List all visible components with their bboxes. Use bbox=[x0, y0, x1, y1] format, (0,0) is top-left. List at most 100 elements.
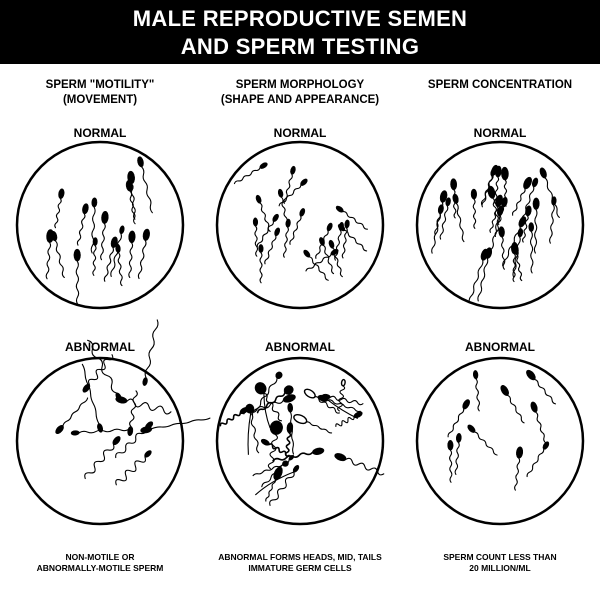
sperm-cell-icon bbox=[219, 406, 249, 427]
sperm-cell-icon bbox=[258, 244, 264, 284]
sperm-cell-icon bbox=[450, 178, 458, 219]
sperm-cell-icon bbox=[530, 401, 547, 444]
sperm-cell-icon bbox=[110, 225, 125, 278]
sperm-cell-icon bbox=[283, 218, 291, 258]
sperm-cell-icon bbox=[272, 447, 325, 462]
sperm-cell-icon bbox=[76, 203, 89, 246]
microscope-field-circle bbox=[415, 140, 585, 310]
field-abnormal-morphology bbox=[215, 356, 385, 526]
sperm-cell-icon bbox=[233, 162, 268, 185]
microscope-field-circle bbox=[15, 140, 185, 310]
field-normal-concentration bbox=[415, 140, 585, 310]
sperm-cell-icon bbox=[265, 466, 283, 502]
sperm-cell-icon bbox=[252, 460, 289, 477]
sperm-cell-icon bbox=[468, 248, 489, 304]
sperm-cell-icon bbox=[82, 354, 114, 393]
sperm-cell-icon bbox=[434, 190, 448, 236]
sperm-cell-icon bbox=[127, 390, 138, 437]
sperm-cell-icon bbox=[494, 165, 502, 205]
sperm-cell-icon bbox=[454, 433, 462, 475]
sperm-cell-icon bbox=[337, 224, 368, 252]
sperm-cell-icon bbox=[447, 440, 454, 483]
sperm-cell-icon bbox=[140, 417, 211, 434]
sperm-cell-icon bbox=[55, 397, 89, 435]
sperm-cell-icon bbox=[115, 450, 152, 486]
title-line-2: AND SPERM TESTING bbox=[180, 34, 420, 59]
title-bar: MALE REPRODUCTIVE SEMEN AND SPERM TESTIN… bbox=[0, 0, 600, 64]
sperm-cell-icon bbox=[100, 211, 109, 261]
sperm-cell-icon bbox=[341, 219, 350, 259]
heading-motility: SPERM "MOTILITY" (MOVEMENT) bbox=[45, 79, 155, 106]
sperm-cell-icon bbox=[305, 248, 339, 272]
sperm-cell-icon bbox=[498, 226, 506, 270]
sperm-cell-icon bbox=[337, 378, 346, 412]
sperm-cell-icon bbox=[87, 339, 122, 401]
sperm-cell-icon bbox=[54, 188, 65, 229]
field-normal-morphology bbox=[215, 140, 385, 310]
sperm-cell-icon bbox=[128, 230, 136, 279]
sperm-cell-icon bbox=[125, 180, 136, 225]
sperm-cell-icon bbox=[321, 393, 364, 406]
sperm-cell-icon bbox=[335, 205, 368, 230]
sperm-cell-icon bbox=[528, 222, 535, 274]
sperm-cell-icon bbox=[256, 213, 279, 248]
sperm-cell-icon bbox=[70, 428, 130, 436]
sperm-cell-icon bbox=[92, 237, 98, 276]
sperm-cell-icon bbox=[287, 402, 295, 455]
heading-concentration: SPERM CONCENTRATION bbox=[427, 79, 573, 91]
label-abnormal-morphology: ABNORMAL bbox=[265, 340, 335, 354]
sperm-cell-icon bbox=[526, 369, 557, 405]
sperm-cell-icon bbox=[334, 453, 385, 476]
sperm-cell-icon bbox=[137, 156, 153, 214]
sperm-cell-icon bbox=[142, 319, 159, 386]
sperm-cell-icon bbox=[315, 222, 333, 259]
field-normal-motility bbox=[15, 140, 185, 310]
sperm-cell-icon bbox=[522, 205, 532, 243]
sperm-cell-icon bbox=[243, 394, 296, 415]
caption-concentration: SPERM COUNT LESS THAN 20 MILLION/ML bbox=[443, 552, 557, 573]
caption-morphology: ABNORMAL FORMS HEADS, MID, TAILS IMMATUR… bbox=[218, 552, 382, 573]
sperm-cell-icon bbox=[539, 167, 560, 218]
sperm-cell-icon bbox=[254, 382, 283, 429]
heading-morphology: SPERM MORPHOLOGY (SHAPE AND APPEARANCE) bbox=[220, 79, 380, 106]
field-abnormal-motility bbox=[15, 319, 211, 526]
sperm-cell-icon bbox=[264, 227, 281, 265]
sperm-cell-icon bbox=[500, 385, 525, 424]
sperm-cell-icon bbox=[90, 197, 98, 254]
sperm-cell-icon bbox=[532, 197, 540, 254]
label-normal-concentration: NORMAL bbox=[473, 126, 527, 140]
sperm-cell-icon bbox=[303, 249, 329, 281]
sperm-cell-icon bbox=[251, 371, 283, 416]
microscope-field-circle bbox=[15, 356, 185, 526]
sperm-cell-icon bbox=[511, 176, 532, 216]
sperm-cell-icon bbox=[278, 178, 308, 207]
sperm-cell-icon bbox=[115, 243, 123, 287]
field-abnormal-concentration bbox=[415, 356, 585, 526]
sperm-cell-icon bbox=[115, 396, 172, 415]
sperm-cell-icon bbox=[45, 229, 55, 280]
caption-motility: NON-MOTILE OR ABNORMALLY-MOTILE SPERM bbox=[36, 552, 164, 573]
sperm-cell-icon bbox=[84, 436, 121, 480]
sperm-cell-icon bbox=[511, 242, 518, 283]
sperm-cell-icon bbox=[439, 197, 451, 240]
sperm-cell-icon bbox=[521, 177, 539, 222]
label-abnormal-concentration: ABNORMAL bbox=[465, 340, 535, 354]
title-line-1: MALE REPRODUCTIVE SEMEN bbox=[132, 6, 468, 31]
sperm-cell-icon bbox=[335, 411, 363, 427]
sperm-cell-icon bbox=[137, 228, 150, 280]
sperm-cell-icon bbox=[254, 464, 300, 506]
sperm-cell-icon bbox=[81, 363, 103, 433]
label-abnormal-motility: ABNORMAL bbox=[65, 340, 135, 354]
sperm-cell-icon bbox=[303, 388, 340, 414]
sperm-cell-icon bbox=[467, 424, 498, 456]
sperm-cell-icon bbox=[514, 446, 524, 491]
sperm-cell-icon bbox=[549, 196, 557, 244]
sperm-cell-icon bbox=[452, 193, 465, 243]
sperm-cell-icon bbox=[260, 438, 290, 457]
sperm-cell-icon bbox=[447, 399, 470, 438]
microscope-field-circle bbox=[215, 356, 385, 526]
sperm-cell-icon bbox=[293, 413, 333, 434]
sperm-cell-icon bbox=[526, 441, 550, 478]
sperm-cell-icon bbox=[470, 188, 477, 229]
sperm-cell-icon bbox=[267, 420, 283, 470]
